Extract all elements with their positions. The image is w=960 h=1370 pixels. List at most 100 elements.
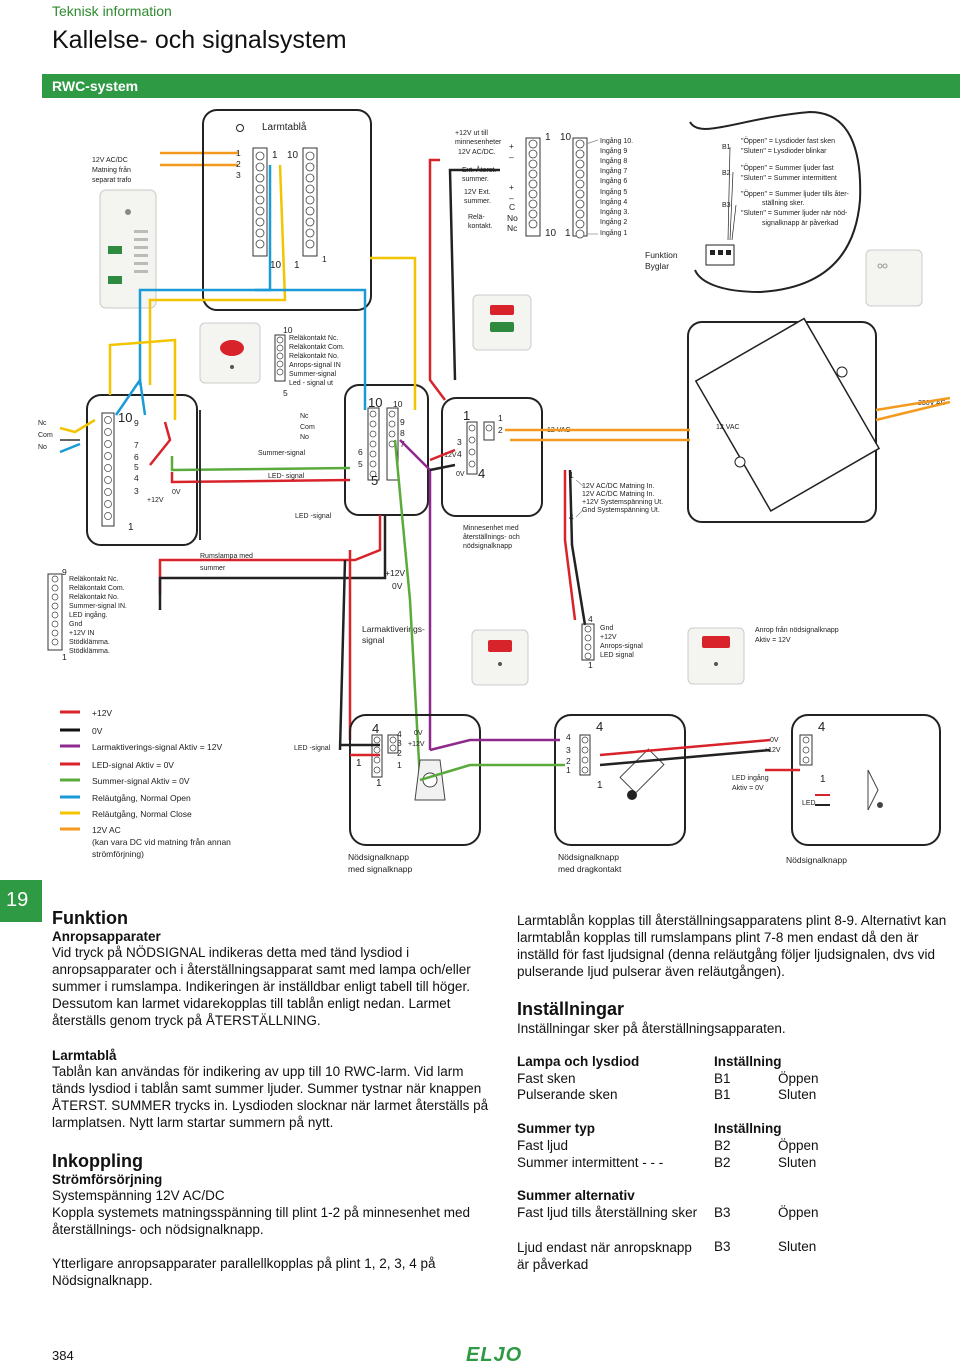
svg-text:2: 2 [397,748,402,758]
svg-text:1: 1 [356,758,362,769]
svg-text:+12V: +12V [92,708,112,718]
svg-text:1: 1 [545,132,551,143]
svg-text:10: 10 [545,228,557,239]
svg-text:Gnd Systemspänning Ut.: Gnd Systemspänning Ut. [582,507,660,514]
svg-text:4: 4 [372,721,379,736]
chapter-tab: 19 [0,880,42,922]
table-cell: Sluten [778,1239,817,1254]
svg-text:10: 10 [393,399,403,409]
svg-text:Reläkontakt Nc.: Reläkontakt Nc. [69,576,118,583]
svg-text:Relä-: Relä- [468,214,485,221]
svg-text:Gnd: Gnd [600,625,613,632]
svg-text:Reläkontakt Com.: Reläkontakt Com. [289,344,345,351]
svg-text:2: 2 [498,425,503,435]
svg-text:Nc: Nc [300,413,309,420]
eljo-logo: ELJO [466,1344,523,1366]
transformer: 12 VAC [687,317,881,523]
svg-text:Ingång 10.: Ingång 10. [600,137,633,145]
svg-text:kontakt.: kontakt. [468,223,493,230]
installningar-heading: Inställningar [517,999,625,1019]
svg-text:4: 4 [397,729,402,739]
nod-terminals: 4 Gnd +12V Anrops-signal LED signal 1 [581,614,643,670]
svg-text:(kan vara DC vid matning från: (kan vara DC vid matning från annan [92,837,231,847]
svg-text:12V AC/DC Matning In.: 12V AC/DC Matning In. [582,491,654,498]
svg-text:Reläutgång, Normal Close: Reläutgång, Normal Close [92,809,192,819]
svg-text:Reläkontakt Com.: Reläkontakt Com. [69,585,125,592]
svg-text:8: 8 [400,428,405,438]
svg-text:minnesenheter: minnesenheter [455,139,502,146]
strom-paragraph-3: Ytterligare anropsapparater parallellkop… [52,1256,436,1288]
table-cell: Fast ljud tills återställning sker [517,1205,698,1220]
svg-text:+12V: +12V [147,497,164,504]
svg-text:Anrops-signal IN: Anrops-signal IN [289,362,341,369]
svg-text:Aktiv = 12V: Aktiv = 12V [755,637,791,644]
table-cell: Fast ljud [517,1138,569,1153]
svg-text:1: 1 [463,408,470,423]
svg-text:1: 1 [588,660,593,670]
table-head: Summer alternativ [517,1188,635,1203]
bottom-left-terminals: 9 Reläkontakt Nc. Reläkontakt Com. Reläk… [47,567,127,662]
svg-text:Larmaktiverings-: Larmaktiverings- [362,624,425,634]
right-column: Larmtablån kopplas till återställningsap… [517,912,953,1037]
ingang-board: 1 10 10 1 Ingång 10. Ingång 9 Ingång 8 I… [525,132,633,239]
svg-text:0V: 0V [392,581,403,591]
table-cell: B3 [714,1205,731,1220]
svg-text:B1: B1 [722,144,731,151]
svg-text:1: 1 [569,470,574,480]
svg-text:5: 5 [134,462,139,472]
svg-text:B2: B2 [722,170,731,177]
svg-text:Minnesenhet med: Minnesenhet med [463,525,519,532]
svg-text:LED: LED [802,800,816,807]
svg-text:1: 1 [566,765,571,775]
svg-text:+12V: +12V [764,747,781,754]
minnes-inputs: +12V ut till minnesenheter 12V AC/DC. Ex… [455,130,518,233]
svg-text:0V: 0V [92,726,103,736]
svg-text:Ingång 6: Ingång 6 [600,177,627,185]
svg-text:10: 10 [283,325,293,335]
svg-text:230V AC: 230V AC [918,400,946,407]
svg-text:LED -signal: LED -signal [294,745,331,752]
minnes-device [472,294,532,351]
svg-text:+12V: +12V [385,568,405,578]
svg-text:0V: 0V [456,471,465,478]
svg-text:"Öppen" = Lysdioder fast sken: "Öppen" = Lysdioder fast sken [741,137,835,145]
svg-text:Ingång 2: Ingång 2 [600,218,627,226]
svg-text:med dragkontakt: med dragkontakt [558,864,622,874]
svg-text:1: 1 [565,228,571,239]
table-cell: Ljud endast när anropsknapp är påverkad [517,1240,692,1272]
trafo-line-2: Matning från [92,166,131,174]
svg-text:Reläkontakt No.: Reläkontakt No. [289,353,339,360]
svg-text:3: 3 [397,738,402,748]
svg-text:1: 1 [498,413,503,423]
svg-text:3: 3 [457,437,462,447]
nodsignalknapp-box-2: 4 4 3 2 1 1 [554,714,686,846]
svg-text:Stödklämma.: Stödklämma. [69,648,110,655]
svg-text:1: 1 [272,150,278,161]
svg-text:4: 4 [457,449,462,459]
svg-text:återställnings- och: återställnings- och [463,533,520,541]
svg-text:Led - signal ut: Led - signal ut [289,380,333,387]
svg-text:1: 1 [397,760,402,770]
svg-text:Aktiv = 0V: Aktiv = 0V [732,785,764,792]
svg-text:No: No [507,213,518,223]
larmtabla-heading: Larmtablå [52,1048,117,1063]
svg-text:4: 4 [134,473,139,483]
svg-text:1: 1 [294,260,300,271]
aterstallning-device [865,249,923,307]
svg-text:1: 1 [322,254,327,264]
svg-text:summer: summer [200,565,226,572]
nodsignalknapp-box-1: 4 4 0V 3 +12V 2 1 1 1 [349,714,481,846]
svg-text:Nödsignalknapp: Nödsignalknapp [558,852,619,862]
svg-text:signalknapp är påverkad: signalknapp är påverkad [762,219,838,227]
svg-text:Summer-signal: Summer-signal [289,371,337,378]
svg-text:+: + [509,141,514,151]
svg-text:–: – [509,193,514,203]
table-cell: B1 [714,1071,731,1086]
larmtabla-koppling-paragraph: Larmtablån kopplas till återställningsap… [517,913,947,979]
svg-text:med signalknapp: med signalknapp [348,864,413,874]
installningar-paragraph: Inställningar sker på återställningsappa… [517,1021,786,1036]
section-banner: RWC-system [42,74,960,98]
svg-text:+: + [509,182,514,192]
svg-text:10: 10 [118,410,132,425]
svg-text:+12V IN: +12V IN [69,630,95,637]
